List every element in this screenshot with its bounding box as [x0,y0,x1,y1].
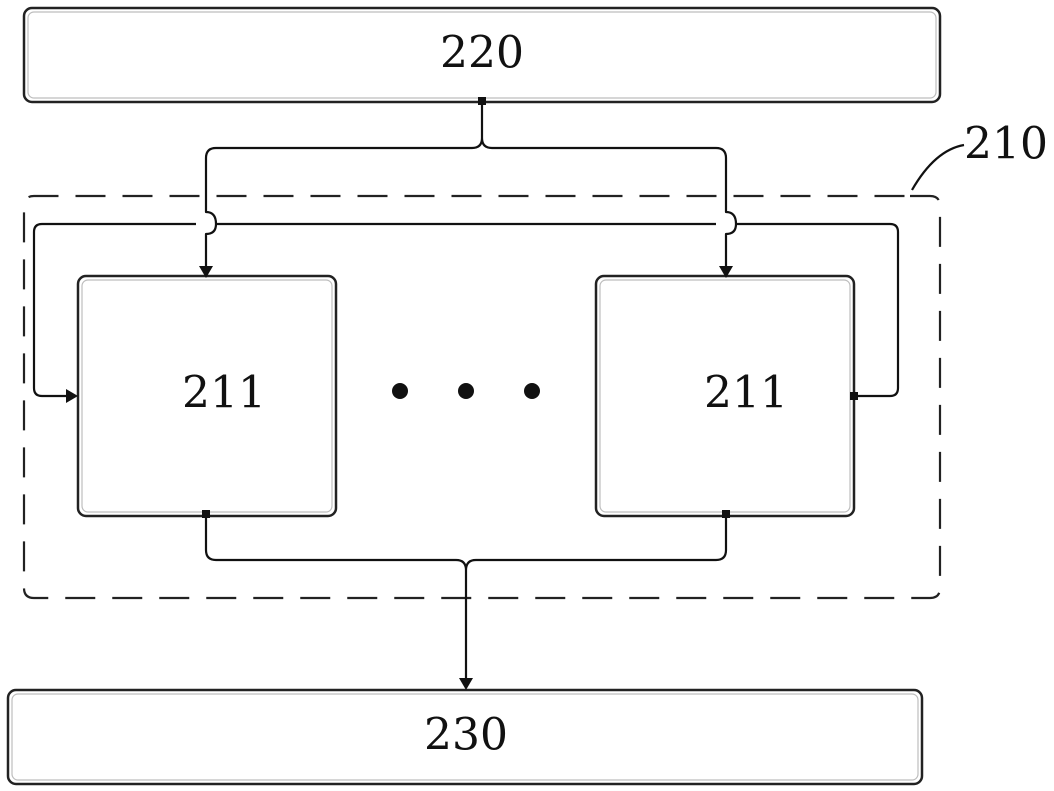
arrow-into-bottom-block [459,678,473,690]
bottom-collection-bus [202,510,730,690]
unit-group-label: 210 [964,119,1048,170]
feedback-loop [32,222,900,403]
unit-right-bottom-port [722,510,730,518]
feedback-line [32,222,900,398]
unit-group-leader-line [911,143,965,191]
unit-group: 210 [22,119,1048,600]
arrow-into-unit-left-side [66,389,78,403]
bottom-block-label: 230 [424,710,508,761]
unit-right-output-port [850,392,858,400]
bottom-bus-line [204,518,728,680]
unit-left-output-port [202,510,210,518]
arrow-into-unit-left-top [199,266,213,278]
unit-right: 211 [594,274,856,518]
top-block: 220 [22,6,942,104]
top-block-label: 220 [440,28,524,79]
unit-left: 211 [76,274,338,518]
top-distribution-bus [199,97,738,278]
arrow-into-unit-right-top [719,266,733,278]
ellipsis-dot [458,383,474,399]
bottom-block: 230 [6,688,924,786]
ellipsis-dot [392,383,408,399]
top-bus-line [204,104,738,268]
ellipsis-dot [524,383,540,399]
ellipsis [392,383,540,399]
top-block-output-port [478,97,486,105]
unit-right-label: 211 [704,368,788,419]
unit-left-label: 211 [182,368,266,419]
